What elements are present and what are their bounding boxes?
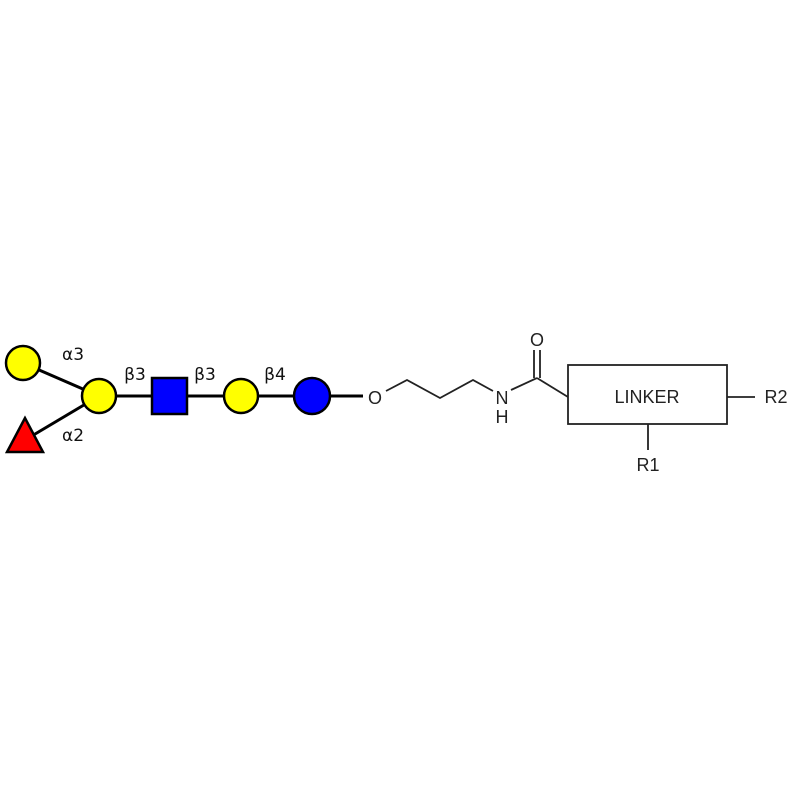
- fucose-triangle: [4, 415, 46, 454]
- galactose: [222, 377, 260, 415]
- glcnac-square: [150, 376, 189, 416]
- linkage-alpha3: α3: [62, 345, 84, 365]
- glucose: [292, 376, 332, 416]
- nitrogen-atom: N: [496, 388, 509, 408]
- hydrogen-atom: H: [496, 407, 509, 427]
- linker-label: LINKER: [614, 387, 679, 407]
- propyl-chain: [385, 378, 494, 400]
- bond-n-c: [510, 377, 538, 391]
- r1-label: R1: [636, 455, 659, 475]
- linkage-beta3-b: β3: [194, 365, 216, 385]
- linkage-beta3-a: β3: [124, 365, 146, 385]
- r2-label: R2: [764, 387, 787, 407]
- linkage-alpha2: α2: [62, 426, 84, 446]
- carbonyl-oxygen: O: [530, 330, 544, 350]
- bond-c-linker: [536, 377, 569, 398]
- galactose-terminal: [4, 344, 42, 382]
- linkage-beta4: β4: [264, 365, 286, 385]
- galactose-branch: [80, 377, 118, 415]
- oxygen-atom: O: [368, 388, 382, 408]
